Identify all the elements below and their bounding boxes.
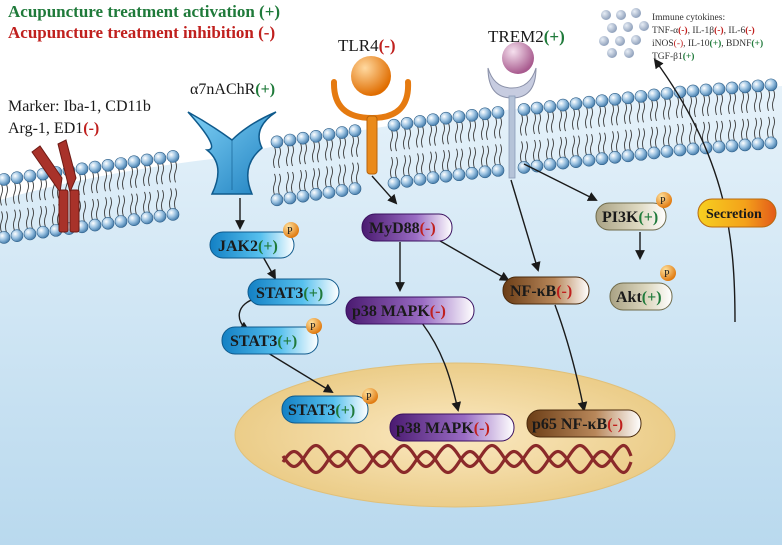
svg-text:P: P [660, 196, 666, 207]
dna-helix-icon [281, 443, 633, 475]
marker-line1: Marker: Iba-1, CD11b [8, 98, 151, 115]
phospho-icon [362, 388, 378, 404]
node-p38-mapk: p38 MAPK(-) [345, 296, 475, 325]
arrow-myd88-nfkb [427, 233, 510, 281]
svg-text:p38 MAPK(-): p38 MAPK(-) [352, 303, 446, 320]
svg-text:STAT3(+): STAT3(+) [256, 285, 323, 302]
marker-receptor-icon [31, 139, 80, 233]
trem2-receptor-icon [487, 42, 537, 179]
marker-sign: (-) [83, 120, 99, 137]
cytokine-title: Immune cytokines: [652, 13, 725, 23]
svg-text:P: P [664, 269, 670, 280]
arrow-secretion [653, 58, 736, 323]
node-stat3-nuclear: STAT3(+) P [281, 388, 378, 424]
cell-membrane [0, 78, 778, 244]
a7nachr-label: α7nAChR(+) [190, 81, 275, 98]
svg-text:p38 MAPK(-): p38 MAPK(-) [396, 420, 490, 437]
tlr4-receptor-icon [330, 56, 412, 175]
node-stat3-upper: STAT3(+) [247, 278, 340, 306]
marker-line2: Arg-1, ED1(-) [8, 120, 99, 137]
node-pi3k: PI3K(+) P [595, 192, 672, 231]
arrow-tlr4-myd88 [371, 175, 398, 205]
legend-activation: Acupuncture treatment activation (+) [8, 2, 280, 21]
svg-text:p65 NF-κB(-): p65 NF-κB(-) [532, 416, 623, 433]
svg-text:P: P [287, 226, 293, 237]
arrow-jak2-stat3 [261, 254, 276, 280]
node-myd88: MyD88(-) [361, 213, 453, 242]
node-secretion: Secretion [697, 198, 777, 228]
cytokine-line1: TNF-α(-), IL-1β(-), IL-6(-) [652, 25, 755, 36]
svg-text:NF-κB(-): NF-κB(-) [510, 283, 572, 300]
cytokine-dots-icon [599, 8, 649, 58]
phospho-icon [306, 318, 322, 334]
svg-text:JAK2(+): JAK2(+) [218, 238, 278, 255]
svg-text:MyD88(-): MyD88(-) [369, 220, 436, 237]
phospho-icon [656, 192, 672, 208]
svg-text:STAT3(+): STAT3(+) [230, 333, 297, 350]
arrow-nfkb-p65 [554, 304, 588, 412]
node-stat3-phospho: STAT3(+) P [221, 318, 322, 355]
node-p65-nfkb: p65 NF-κB(-) [526, 409, 642, 438]
tlr4-label: TLR4(-) [338, 36, 396, 55]
cytokine-line2: iNOS(-), IL-10(+), BDNF(+) [652, 38, 763, 49]
cytokine-list: Immune cytokines: TNF-α(-), IL-1β(-), IL… [652, 13, 763, 62]
node-jak2: JAK2(+) P [209, 222, 299, 259]
arrow-stat3p-nucleus [267, 352, 334, 394]
arrow-p38-nucleus [421, 322, 462, 412]
node-p38-mapk-nuclear: p38 MAPK(-) [389, 413, 515, 442]
svg-text:Akt(+): Akt(+) [616, 289, 662, 306]
cytokine-line3: TGF-β1(+) [652, 51, 694, 62]
svg-text:P: P [366, 392, 372, 403]
arrow-trem2-pi3k [523, 163, 598, 201]
svg-text:Secretion: Secretion [706, 207, 762, 222]
arrow-trem2-nfkb [510, 179, 541, 272]
svg-text:STAT3(+): STAT3(+) [288, 402, 355, 419]
a7nachr-channel-icon [187, 111, 277, 195]
phospho-icon [283, 222, 299, 238]
svg-text:P: P [310, 322, 316, 333]
node-akt: Akt(+) P [609, 265, 676, 311]
node-nfkb: NF-κB(-) [502, 276, 590, 305]
phospho-icon [660, 265, 676, 281]
trem2-label: TREM2(+) [488, 27, 565, 46]
svg-text:PI3K(+): PI3K(+) [602, 209, 658, 226]
legend-inhibition: Acupuncture treatment inhibition (-) [8, 23, 275, 42]
